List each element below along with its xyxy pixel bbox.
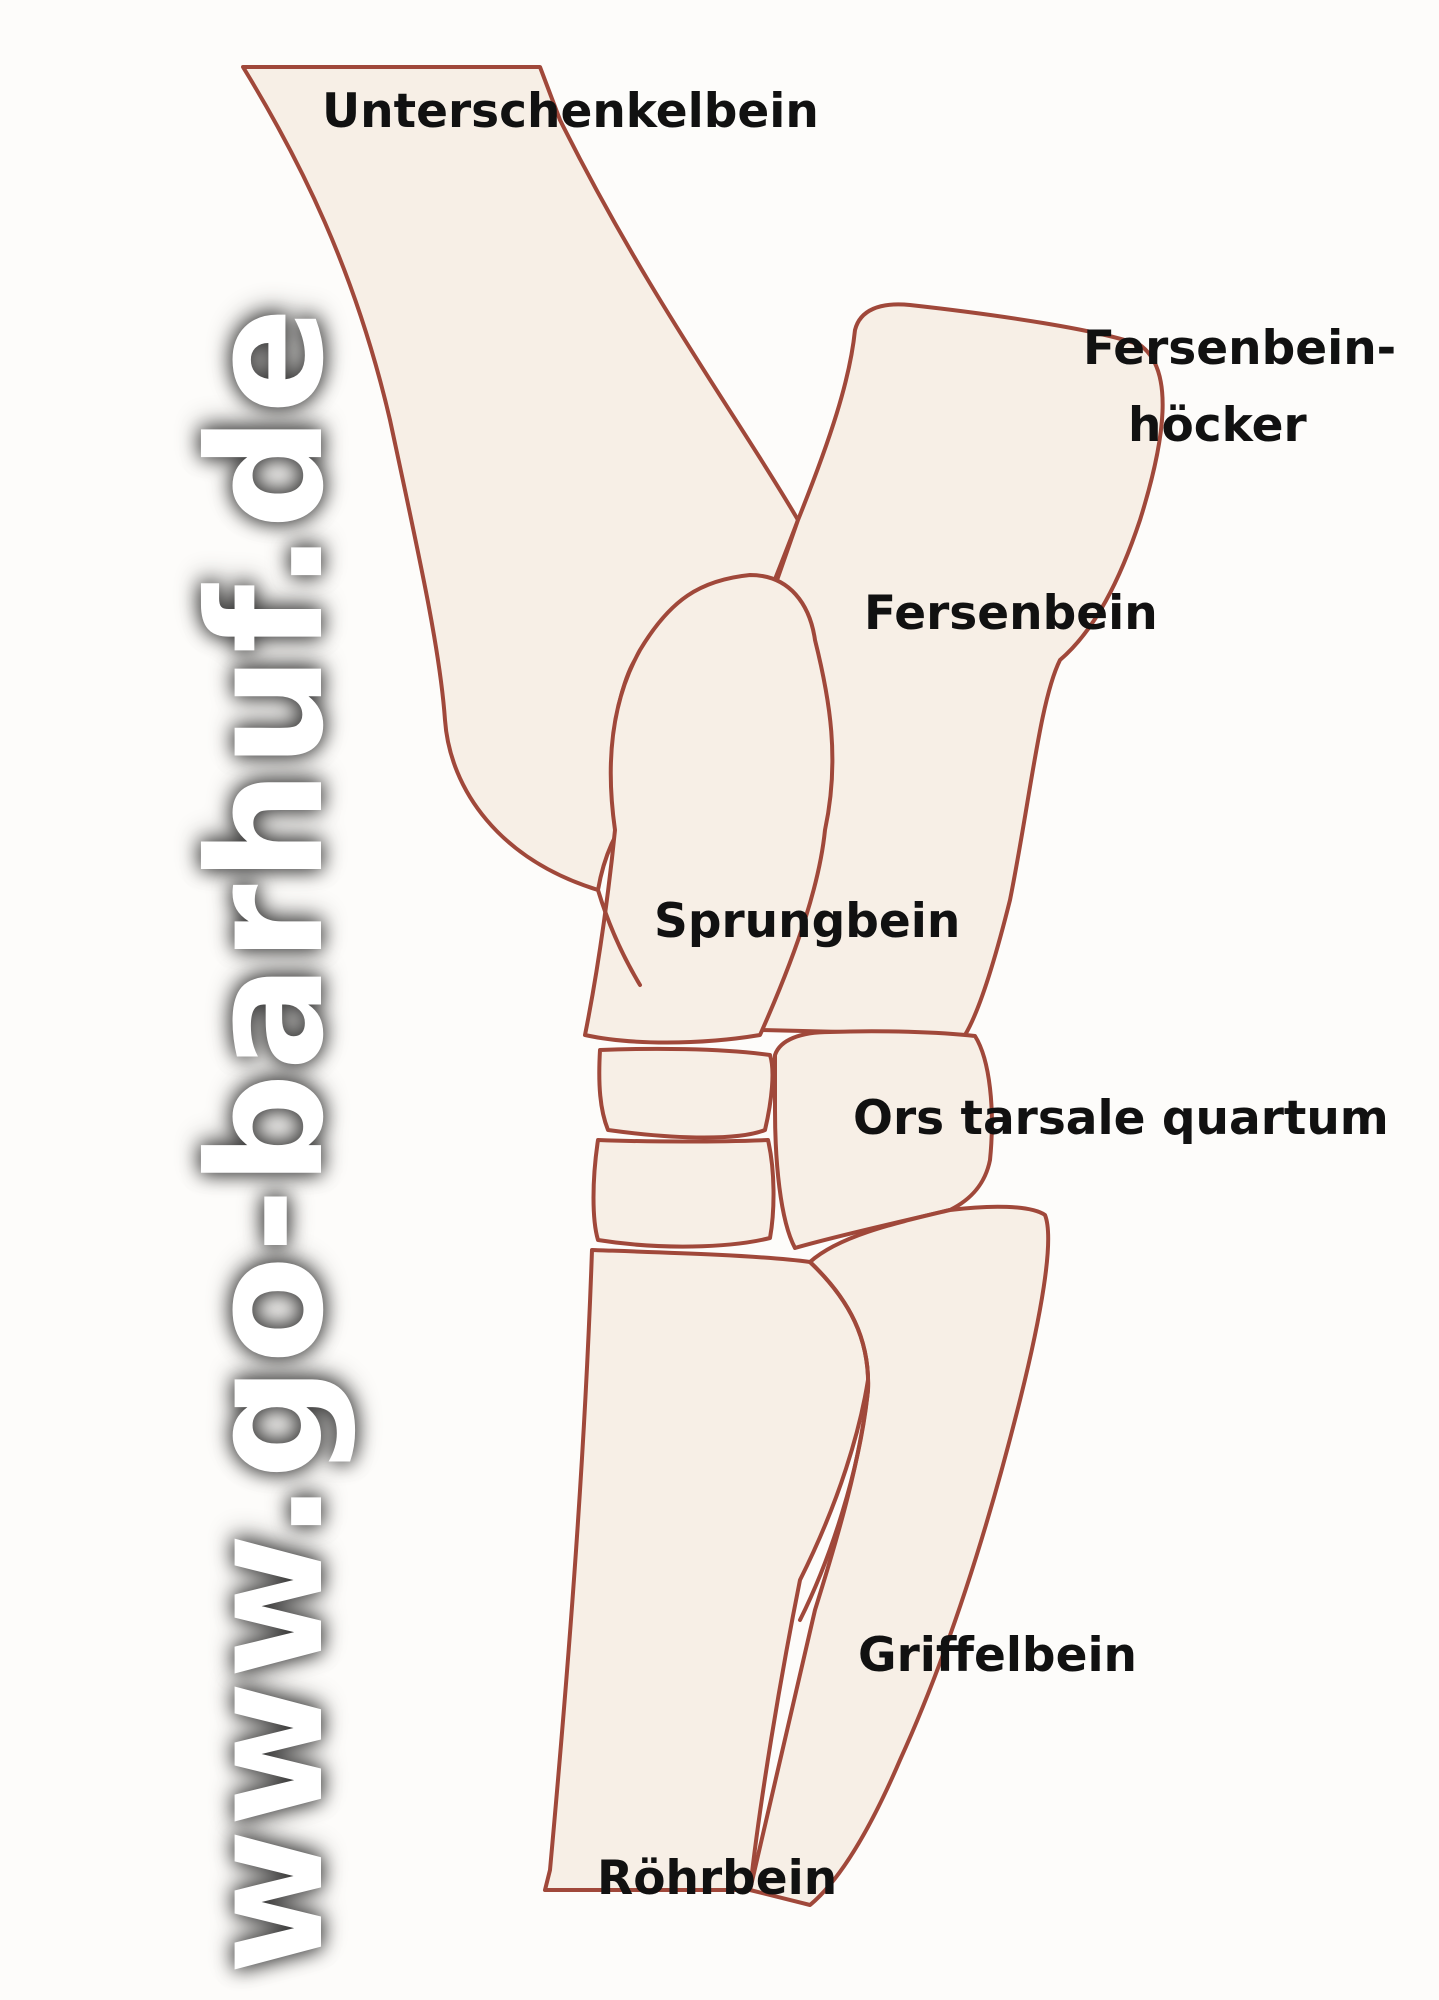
label-ors-tarsale-quartum: Ors tarsale quartum (853, 1091, 1389, 1146)
bone-sprungbein-groove (596, 888, 642, 987)
bone-contour-line (798, 1260, 871, 1622)
label-sprungbein: Sprungbein (654, 894, 961, 949)
bone-tarsal-upper (597, 1046, 775, 1140)
bone-sprungbein-body (583, 573, 835, 1045)
label-fersenbein: Fersenbein (864, 586, 1158, 641)
watermark-text: www.go-barhuf.de (175, 304, 359, 1975)
label-griffelbein: Griffelbein (858, 1628, 1138, 1683)
label-unterschenkelbein: Unterschenkelbein (322, 84, 819, 139)
label-fersenbeinhoecker-line1: Fersenbein- (1083, 321, 1397, 376)
label-fersenbeinhoecker-line2: höcker (1128, 398, 1307, 453)
bone-ors-tarsale-quartum (773, 1029, 994, 1250)
bone-tarsal-lower (591, 1138, 776, 1249)
label-roehrbein: Röhrbein (597, 1851, 838, 1906)
